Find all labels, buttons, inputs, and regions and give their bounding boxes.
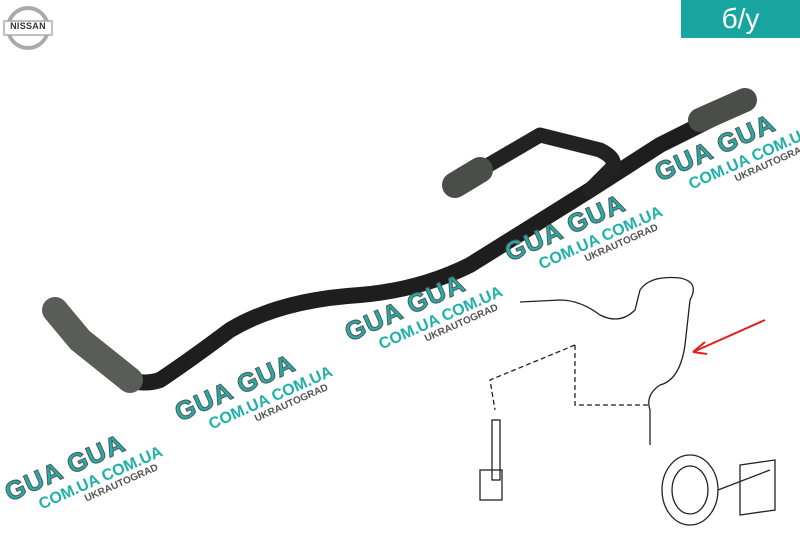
logo-text: NISSAN xyxy=(10,21,46,31)
nissan-logo xyxy=(3,3,53,53)
nissan-logo-icon xyxy=(3,6,53,50)
heater-pipe xyxy=(42,88,757,393)
used-badge: б/у xyxy=(681,0,800,38)
schematic-diagram xyxy=(479,276,776,526)
